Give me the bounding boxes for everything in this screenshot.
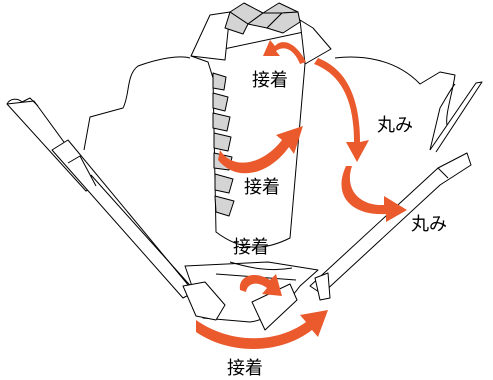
center-panel [190,29,331,248]
label-round-lower: 丸み [411,214,447,235]
label-round-upper: 丸み [377,115,413,136]
label-glue-middle: 接着 [244,177,280,198]
center-panel-right-edge [299,19,332,65]
arrow-middle [218,126,303,174]
arrow-right-lower [341,166,407,222]
label-glue-bottom: 接着 [227,358,263,379]
floor-fold-right [314,272,331,301]
arrow-right-upper [314,58,369,162]
floor-fold-left [182,281,226,321]
left-hook [6,97,39,107]
right-top-strip [429,81,483,153]
label-glue-lower: 接着 [233,237,269,258]
arrow-top-curl [263,40,306,64]
right-long-panel-inner [437,167,449,179]
left-long-panel-inner [67,155,197,293]
left-long-panel [51,139,195,299]
arrow-bottom [196,310,328,349]
arrow-bottom-curl [239,274,282,296]
top-tabs [224,2,301,35]
center-panel-left-edge [190,11,231,61]
label-glue-top: 接着 [252,70,288,91]
shell-outline [83,56,456,151]
